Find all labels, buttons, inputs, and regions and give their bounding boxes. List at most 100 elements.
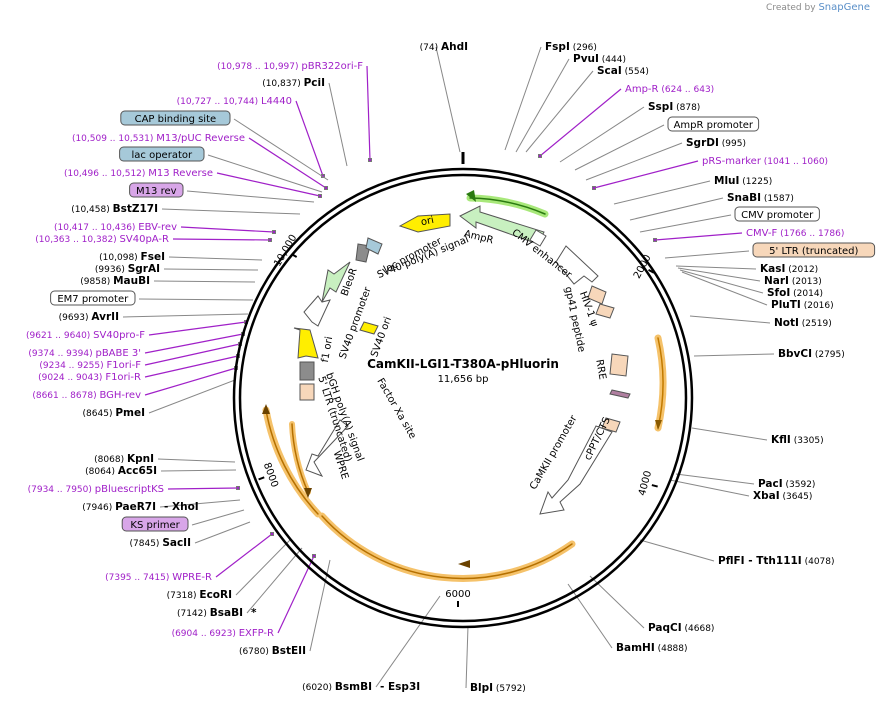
f1-ori-arrow <box>293 327 319 359</box>
feature-label-f1-ori: f1 ori <box>320 336 335 364</box>
ruler-label-4000: 4000 <box>637 470 654 497</box>
site-text-kpni: (8068) KpnI <box>94 453 154 465</box>
leader-acc65i <box>160 469 237 472</box>
site-sacii-label: (7845) SacII <box>130 537 191 549</box>
site-bsteii-label: (6780) BstEII <box>239 645 306 657</box>
site-text-paqci: PaqCI (4668) <box>648 622 714 634</box>
leader-sspi <box>559 106 645 163</box>
site-noti-label: NotI (2519) <box>774 317 832 329</box>
site-text-bgh-rev: (8661 .. 8678) BGH-rev <box>32 390 141 401</box>
site-pos: (10,417 .. 10,436) <box>54 223 138 233</box>
site-text-pflfi: PflFI - Tth111I (4078) <box>718 555 835 567</box>
site-sv40pa-r-label: (10,363 .. 10,382) SV40pA-R <box>35 234 169 245</box>
site-acc65i-label: (8064) Acc65I <box>85 465 157 477</box>
site-name: BlpI <box>470 682 493 694</box>
site-bgh-rev-label: (8661 .. 8678) BGH-rev <box>32 390 141 401</box>
site-ebv-rev-label: (10,417 .. 10,436) EBV-rev <box>54 222 177 233</box>
site-kpni-label: (8068) KpnI <box>94 453 154 465</box>
site-pbr322ori-f-label: (10,978 .. 10,997) pBR322ori-F <box>217 61 363 72</box>
orf-arc-4-core <box>291 423 309 493</box>
feature-label-sv40-ori: SV40 ori <box>369 315 394 358</box>
leader-nari <box>677 267 761 282</box>
leader-bgh-rev <box>144 367 237 396</box>
primer-mark-wpre-r <box>270 532 274 536</box>
site-pos: (8661 .. 8678) <box>32 391 99 401</box>
site-text-prs-marker: pRS-marker (1041 .. 1060) <box>702 156 828 167</box>
site-name: NotI <box>774 317 799 329</box>
site-sspi-label: SspI (878) <box>648 101 700 113</box>
site-text-paci: PacI (3592) <box>758 478 815 490</box>
leader-pbabe-3 <box>144 333 244 354</box>
ampr-promoter-box <box>529 229 547 247</box>
primer-mark-pbr322ori-f <box>368 158 372 162</box>
leader-amp-r <box>539 88 622 157</box>
site-name: PluTI <box>771 299 801 311</box>
site-text-nari: NarI (2013) <box>764 275 822 287</box>
leader-exfp-r <box>277 555 315 634</box>
site-text-avrii: (9693) AvrII <box>59 311 119 323</box>
site-name: M13 Reverse <box>148 168 213 179</box>
primer-mark-amp-r <box>538 154 542 158</box>
orf-arrowhead-1 <box>655 420 662 430</box>
site-name: AhdI <box>441 41 468 53</box>
site-text-amp-r: Amp-R (624 .. 643) <box>625 84 714 95</box>
backbone-outer <box>232 167 694 629</box>
site-text-sv40pro-f: (9621 .. 9640) SV40pro-F <box>26 330 145 341</box>
ampr-arrow <box>459 205 545 245</box>
site-pos: (1766 .. 1786) <box>777 229 844 239</box>
site-name: EXFP-R <box>239 628 274 639</box>
leader-prs-marker <box>593 160 699 189</box>
leader-pflfi <box>639 539 715 562</box>
feature-label-ori: ori <box>420 215 435 228</box>
site-pbabe-3-label: (9374 .. 9394) pBABE 3' <box>28 348 141 359</box>
leader-blpi <box>465 625 469 689</box>
site-name: ScaI <box>597 65 622 77</box>
site-name: SnaBI <box>727 192 761 204</box>
site-pos: (4888) <box>655 644 688 654</box>
site-text-bsabi: (7142) BsaBI <box>177 607 243 619</box>
leader-em7-promoter <box>138 298 254 301</box>
site-pos: (2519) <box>799 319 832 329</box>
site-xbai-label: XbaI (3645) <box>753 490 812 502</box>
snapgene-credit: Created by SnapGene <box>766 2 870 13</box>
leader-ahdi <box>435 46 461 153</box>
site-name: pBluescriptKS <box>95 484 164 495</box>
leader-sv40pa-r <box>172 238 271 241</box>
site-pos: (6904 .. 6923) <box>172 629 239 639</box>
site-pvui-label: PvuI (444) <box>573 53 626 65</box>
rre-box <box>609 353 629 377</box>
site-name: FspI <box>545 41 570 53</box>
leader-noti <box>689 315 771 324</box>
cmv-enhancer-arrow <box>555 245 599 285</box>
site-f1ori-f-label: (9234 .. 9255) F1ori-F <box>39 360 141 371</box>
site-text-ahdi: (74) AhdI <box>420 41 468 53</box>
site-extra-bsmbi: - Esp3I <box>380 681 420 693</box>
site-pos: (7395 .. 7415) <box>105 573 172 583</box>
site-pos: (9374 .. 9394) <box>28 349 95 359</box>
leader-wpre-r <box>215 533 273 578</box>
featbox-text-cap-binding-site: CAP binding site <box>135 114 217 125</box>
leader-scai <box>525 70 594 153</box>
site-text-exfp-r: (6904 .. 6923) EXFP-R <box>172 628 274 639</box>
plasmid-length: 11,656 bp <box>438 374 489 385</box>
lac-operator-box <box>365 237 383 255</box>
backbone-inner <box>238 173 688 623</box>
featbox-5-ltr-truncated <box>752 242 876 258</box>
site-text-l4440: (10,727 .. 10,744) L4440 <box>177 96 292 107</box>
site-name: PmeI <box>115 407 145 419</box>
site-pos: (7318) <box>167 591 200 601</box>
site-pos: (2014) <box>790 289 823 299</box>
orf-arc-2-core <box>321 515 573 580</box>
site-kfli-label: KflI (3305) <box>771 434 824 446</box>
leader-cap-binding-site <box>233 118 329 181</box>
leader-pmei <box>148 379 236 414</box>
site-pflfi-label: PflFI - Tth111I (4078) <box>718 555 835 567</box>
leader-kasi <box>675 265 757 270</box>
site-name: F1ori-F <box>107 360 142 371</box>
site-name: EcoRI <box>199 589 232 601</box>
site-pos: (74) <box>420 43 441 53</box>
site-name: BsaBI <box>210 607 243 619</box>
featbox-text-ks-primer: KS primer <box>130 520 180 531</box>
leader-avrii <box>122 313 249 318</box>
site-pos: (10,098) <box>99 253 140 263</box>
